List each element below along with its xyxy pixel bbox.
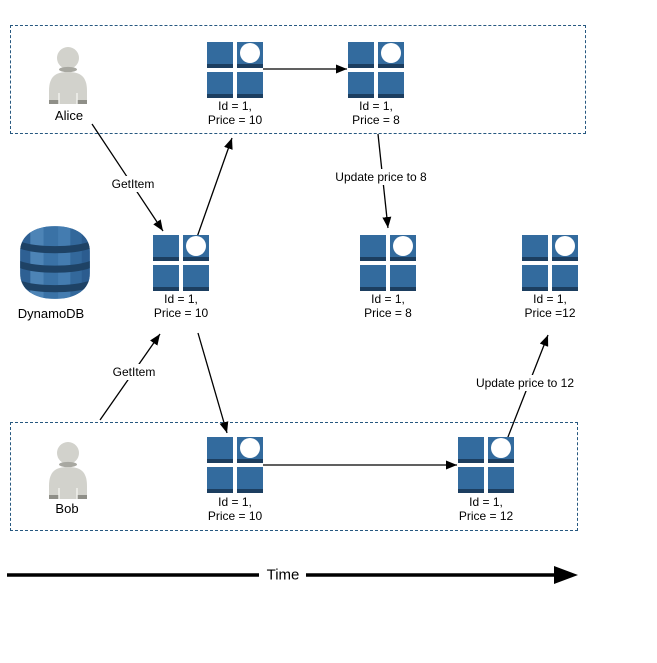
item-icon-db-state3 (522, 235, 578, 291)
item-cell (360, 265, 386, 291)
item-price-text: Price = 10 (207, 112, 263, 127)
item-id-text: Id = 1, (164, 292, 198, 306)
item-cell (522, 265, 548, 291)
time-axis-arrowhead-icon (554, 566, 578, 584)
item-cell (488, 467, 514, 493)
alice-person-icon (49, 47, 87, 104)
item-id-text: Id = 1, (533, 292, 567, 306)
item-icon-alice-read (207, 42, 263, 98)
item-cell (552, 265, 578, 291)
alice-label: Alice (54, 108, 84, 123)
bob-label: Bob (55, 501, 79, 516)
item-cell (183, 265, 209, 291)
time-axis-label: Time (266, 566, 300, 584)
item-icon-alice-updated (348, 42, 404, 98)
attribute-circle-icon (186, 236, 206, 256)
attribute-circle-icon (491, 438, 511, 458)
item-cell-attribute (183, 235, 209, 261)
attribute-circle-icon (393, 236, 413, 256)
item-cell (153, 235, 179, 261)
attribute-circle-icon (240, 438, 260, 458)
item-icon-db-state1 (153, 235, 209, 291)
item-cell (348, 72, 374, 98)
item-cell (348, 42, 374, 68)
item-id-text: Id = 1, (371, 292, 405, 306)
time-axis (7, 566, 578, 584)
item-icon-db-state2 (360, 235, 416, 291)
item-label-db-state2: Id = 1, Price = 8 (364, 292, 412, 320)
bob-update-label: Update price to 12 (472, 375, 578, 391)
item-cell (207, 467, 233, 493)
item-label-db-state1: Id = 1, Price = 10 (153, 292, 209, 320)
bob-person-icon (49, 442, 87, 499)
item-cell (522, 235, 548, 261)
dynamodb-icon (20, 226, 90, 299)
bob-getitem-label: GetItem (109, 364, 159, 380)
item-cell (458, 467, 484, 493)
item-icon-bob-read (207, 437, 263, 493)
item-id-text: Id = 1, (218, 495, 252, 509)
item-price-text: Price = 8 (364, 305, 412, 320)
item-cell-attribute (237, 42, 263, 68)
item-cell (237, 72, 263, 98)
item-cell (207, 72, 233, 98)
item-cell (153, 265, 179, 291)
item-id-text: Id = 1, (218, 99, 252, 113)
item-label-bob-read: Id = 1, Price = 10 (207, 495, 263, 523)
item-label-alice-updated: Id = 1, Price = 8 (352, 99, 400, 127)
item-cell (360, 235, 386, 261)
bob-lane-box (10, 422, 578, 531)
item-id-text: Id = 1, (469, 495, 503, 509)
item-id-text: Id = 1, (359, 99, 393, 113)
item-icon-bob-updated (458, 437, 514, 493)
alice-lane-box (10, 25, 586, 134)
item-cell-attribute (552, 235, 578, 261)
item-cell-attribute (488, 437, 514, 463)
item-cell (237, 467, 263, 493)
item-label-bob-updated: Id = 1, Price = 12 (458, 495, 514, 523)
dynamodb-label: DynamoDB (17, 306, 85, 321)
attribute-circle-icon (240, 43, 260, 63)
item-cell-attribute (378, 42, 404, 68)
alice-update-label: Update price to 8 (332, 169, 430, 185)
item-price-text: Price =12 (524, 305, 576, 320)
item-cell (390, 265, 416, 291)
item-price-text: Price = 10 (207, 508, 263, 523)
item-price-text: Price = 8 (352, 112, 400, 127)
alice-getitem-label: GetItem (108, 176, 158, 192)
item-cell (458, 437, 484, 463)
item-cell (378, 72, 404, 98)
item-cell-attribute (390, 235, 416, 261)
attribute-circle-icon (555, 236, 575, 256)
item-cell (207, 42, 233, 68)
item-label-alice-read: Id = 1, Price = 10 (207, 99, 263, 127)
item-cell (207, 437, 233, 463)
attribute-circle-icon (381, 43, 401, 63)
item-price-text: Price = 10 (153, 305, 209, 320)
arrow-db-return-to-alice (195, 137, 233, 241)
item-label-db-state3: Id = 1, Price =12 (524, 292, 576, 320)
item-cell-attribute (237, 437, 263, 463)
arrow-db-return-to-bob (197, 332, 229, 434)
item-price-text: Price = 12 (458, 508, 514, 523)
